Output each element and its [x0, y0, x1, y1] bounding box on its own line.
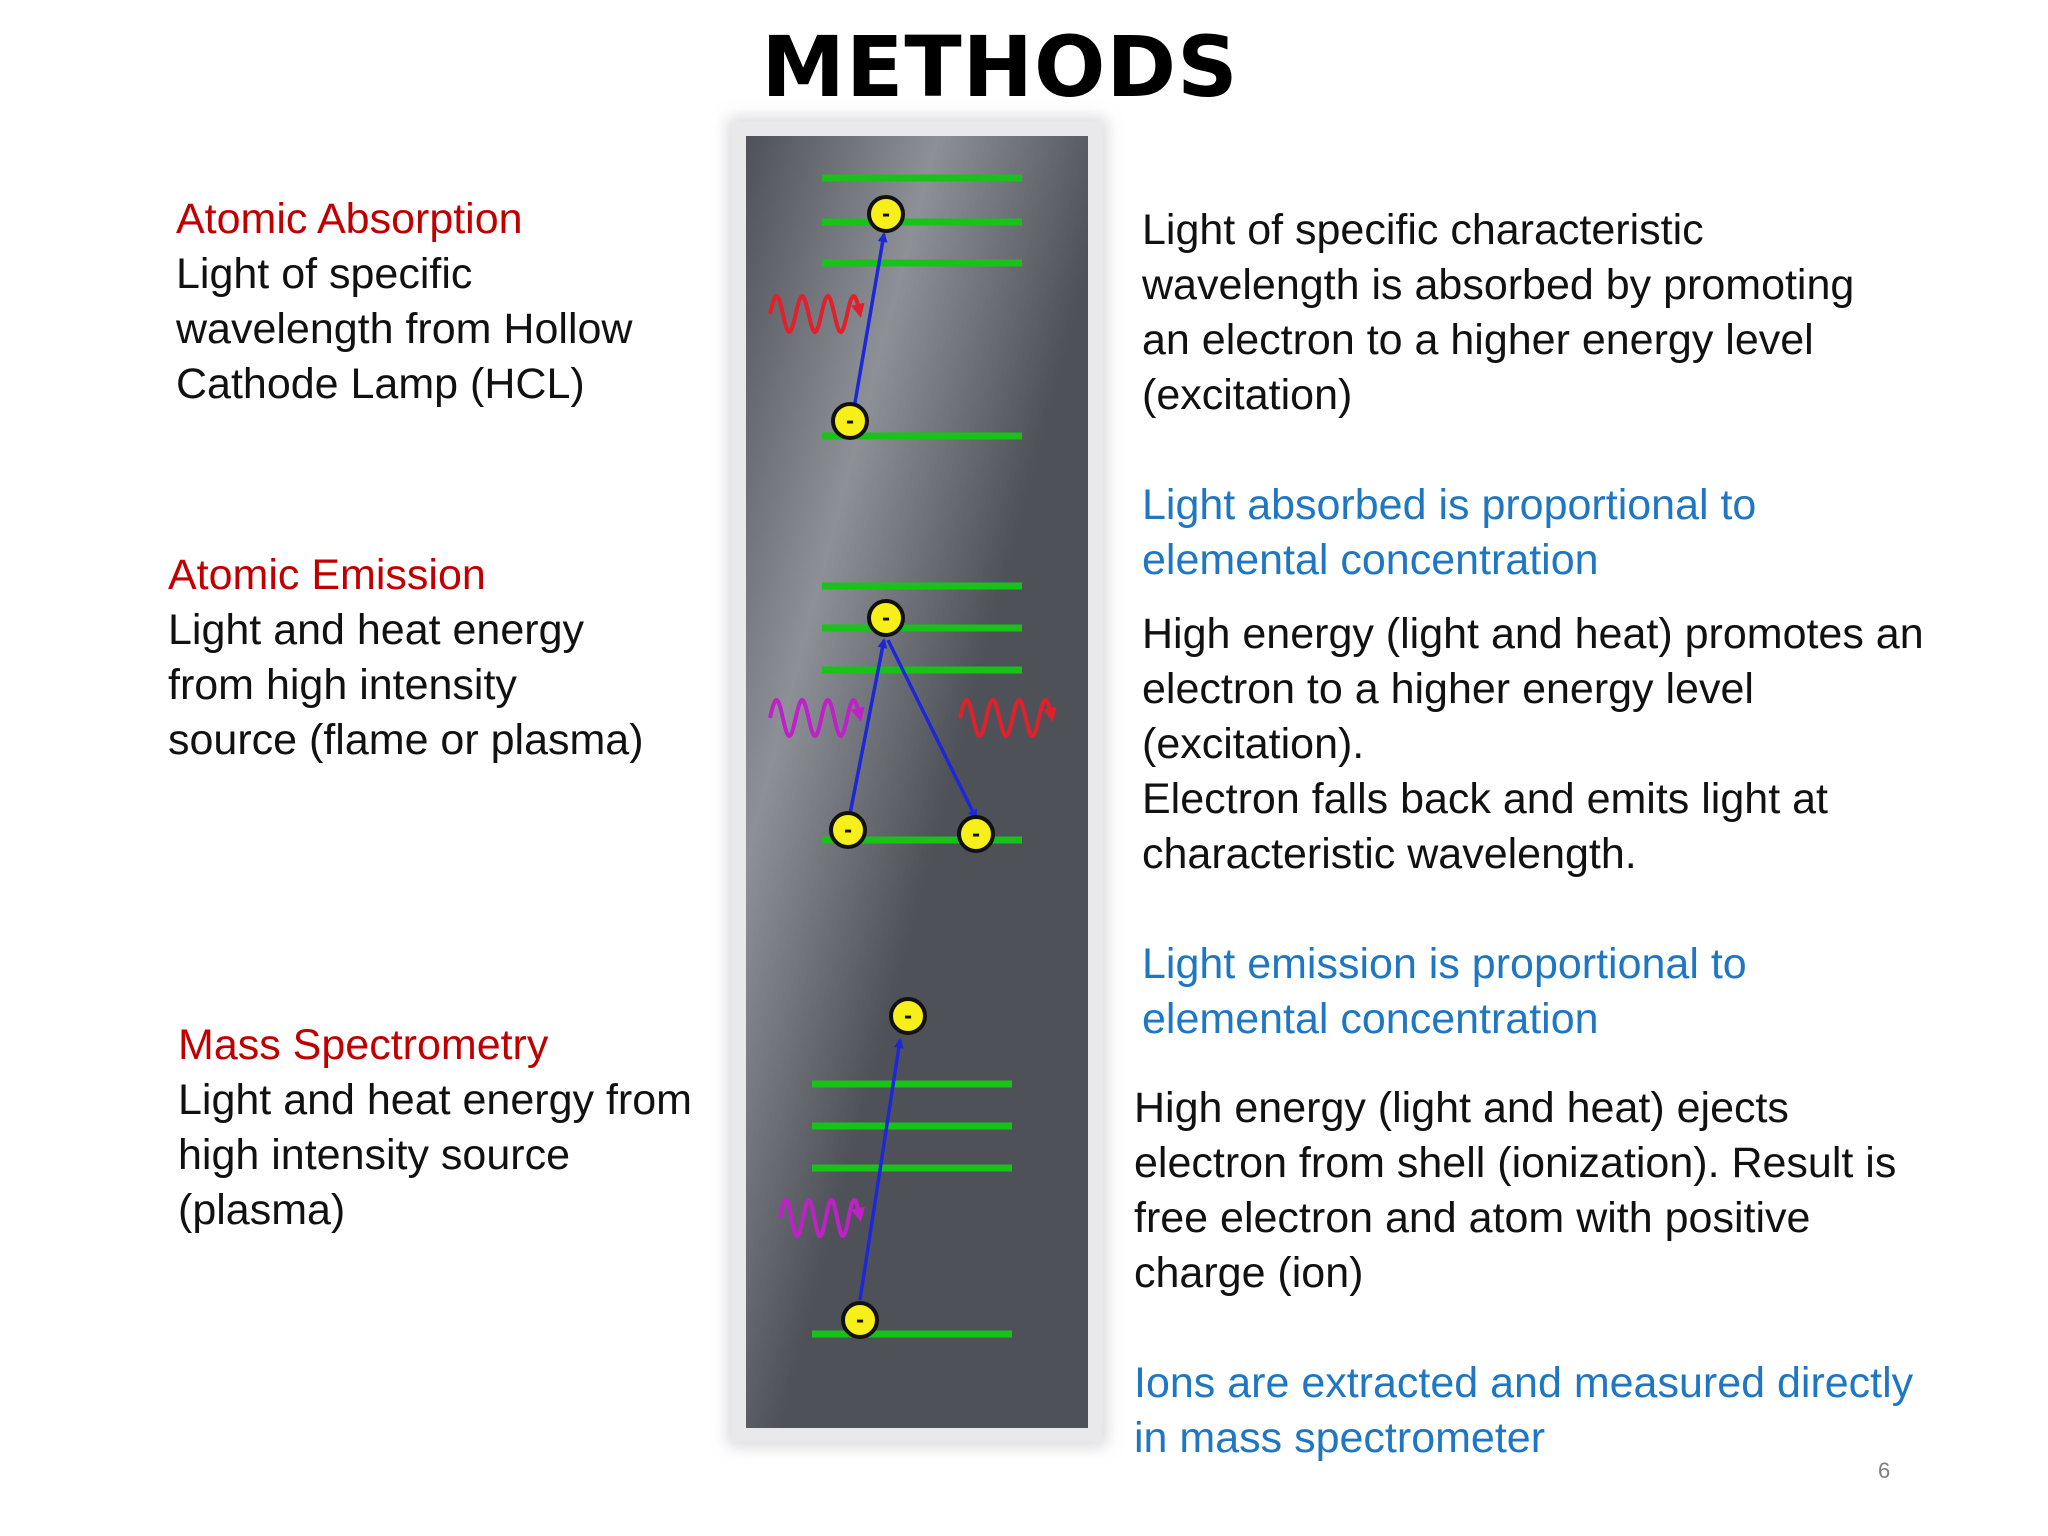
electron-charge-label: -	[882, 606, 890, 630]
slide-title: METHODS	[761, 18, 1239, 116]
transition-arrow	[848, 638, 888, 815]
method-mass-spectrometry: Mass Spectrometry Light and heat energy …	[178, 1018, 738, 1238]
electron	[829, 811, 867, 849]
method-name: Mass Spectrometry	[178, 1021, 549, 1069]
method-atomic-absorption: Atomic Absorption Light of specific wave…	[176, 192, 736, 412]
electron	[841, 1301, 879, 1339]
electron	[867, 195, 905, 233]
method-source: Light of specific wavelength from Hollow…	[176, 250, 633, 408]
energy-level-diagram: - - - - - - -	[746, 136, 1088, 1428]
description-highlight: Light absorbed is proportional to elemen…	[1142, 481, 1757, 584]
electron-charge-label: -	[846, 409, 854, 433]
description-atomic-absorption: Light of specific characteristic wavelen…	[1142, 148, 2022, 643]
incoming-energy-wave	[778, 1197, 865, 1239]
method-name: Atomic Emission	[168, 551, 486, 599]
electron-charge-label: -	[856, 1308, 864, 1332]
electron-charge-label: -	[882, 202, 890, 226]
electron-charge-label: -	[904, 1004, 912, 1028]
emitted-light-wave	[958, 697, 1057, 739]
absorbed-light-wave	[768, 293, 865, 335]
energy-level-diagram-panel: - - - - - - -	[732, 122, 1102, 1442]
method-atomic-emission: Atomic Emission Light and heat energy fr…	[168, 548, 728, 768]
electron	[957, 815, 995, 853]
description-mass-spectrometry: High energy (light and heat) ejects elec…	[1134, 1026, 2014, 1521]
description-text: High energy (light and heat) promotes an…	[1142, 610, 1924, 878]
description-atomic-emission: High energy (light and heat) promotes an…	[1142, 552, 2022, 1102]
electron	[889, 997, 927, 1035]
transition-arrow	[858, 1038, 904, 1301]
description-highlight: Ions are extracted and measured directly…	[1134, 1359, 1914, 1462]
method-source: Light and heat energy from high intensit…	[178, 1076, 692, 1234]
method-name: Atomic Absorption	[176, 195, 523, 243]
transition-arrow	[850, 232, 888, 421]
transition-arrow	[886, 639, 978, 820]
incoming-energy-wave	[768, 697, 865, 739]
method-source: Light and heat energy from high intensit…	[168, 606, 644, 764]
description-text: High energy (light and heat) ejects elec…	[1134, 1084, 1897, 1297]
electron-charge-label: -	[972, 822, 980, 846]
page-number: 6	[1878, 1458, 1891, 1483]
description-highlight: Light emission is proportional to elemen…	[1142, 940, 1747, 1043]
electron	[867, 599, 905, 637]
description-text: Light of specific characteristic wavelen…	[1142, 206, 1855, 419]
electron-charge-label: -	[844, 818, 852, 842]
electron	[831, 402, 869, 440]
